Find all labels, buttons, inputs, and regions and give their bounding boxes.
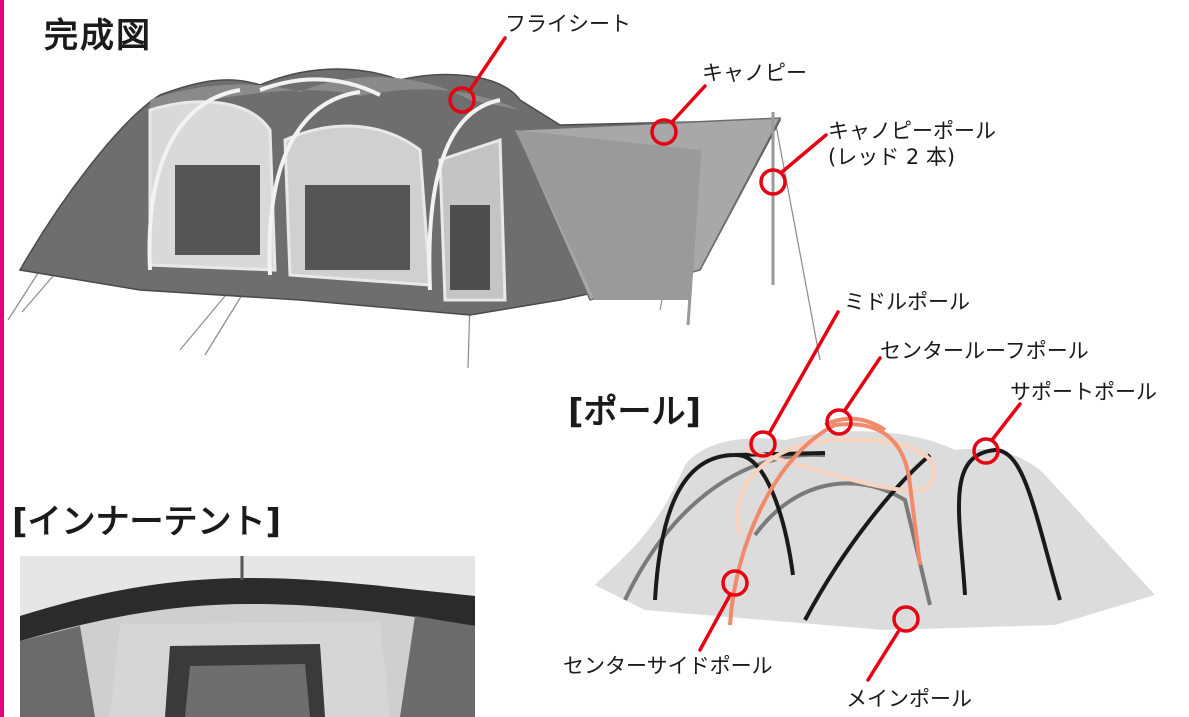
callout-center-roof-pole: センタールーフポール <box>880 339 1089 363</box>
pole-diagram <box>595 408 1155 633</box>
callout-flysheet: フライシート <box>505 12 631 36</box>
title-complete: 完成図 <box>44 16 152 56</box>
callout-canopy-pole: キャノピーポール (レッド 2 本) <box>828 118 996 170</box>
tent-complete-illustration <box>7 36 828 369</box>
callout-canopy-pole-line1: キャノピーポール <box>828 119 996 143</box>
callout-center-side-pole: センターサイドポール <box>563 654 773 678</box>
title-inner-tent: [インナーテント] <box>12 502 282 542</box>
inner-tent-photo <box>20 556 475 717</box>
callout-canopy-pole-line2: (レッド 2 本) <box>828 145 956 169</box>
callout-main-pole: メインポール <box>846 687 972 711</box>
title-poles: [ポール] <box>568 392 702 432</box>
callout-support-pole: サポートポール <box>1010 380 1157 404</box>
callout-middle-pole: ミドルポール <box>844 290 970 314</box>
callout-canopy: キャノピー <box>702 61 807 85</box>
page-edge-stripe <box>0 0 4 717</box>
